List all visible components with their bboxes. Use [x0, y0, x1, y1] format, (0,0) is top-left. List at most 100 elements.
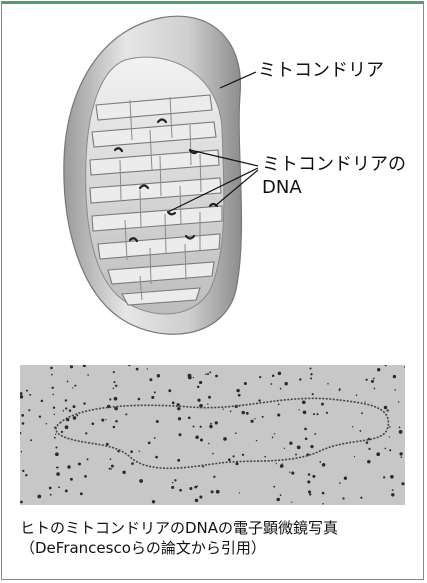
speckle — [262, 416, 264, 418]
micrograph-image — [20, 365, 405, 505]
speckle — [179, 489, 182, 492]
speckle — [327, 383, 329, 385]
speckle — [352, 426, 353, 427]
speckle — [51, 387, 53, 389]
speckle — [394, 389, 396, 391]
speckle — [51, 374, 53, 376]
speckle — [303, 410, 307, 414]
speckle — [67, 381, 69, 383]
speckle — [63, 410, 64, 411]
speckle — [365, 379, 367, 381]
speckle — [310, 373, 312, 375]
speckle — [339, 482, 341, 484]
speckle — [389, 426, 391, 428]
label-mtdna-line2: DNA — [262, 177, 302, 199]
speckle — [308, 473, 311, 476]
speckle — [65, 407, 67, 409]
speckle — [235, 432, 237, 434]
speckle — [154, 391, 156, 393]
speckle — [193, 377, 194, 378]
speckle — [50, 494, 52, 496]
speckle — [28, 409, 30, 411]
speckle — [109, 468, 111, 470]
speckle — [139, 479, 143, 483]
speckle — [367, 460, 370, 463]
speckle — [385, 448, 387, 450]
speckle — [110, 458, 112, 460]
speckle — [360, 497, 362, 499]
speckle — [391, 493, 394, 496]
speckle — [322, 503, 324, 505]
speckle — [213, 476, 215, 478]
speckle — [210, 426, 213, 429]
speckle — [223, 437, 227, 441]
speckle — [295, 454, 297, 456]
speckle — [364, 401, 365, 402]
speckle — [178, 433, 181, 436]
speckle — [223, 408, 224, 409]
speckle — [111, 465, 114, 468]
speckle — [246, 412, 249, 415]
speckle — [272, 374, 275, 377]
speckle — [29, 394, 31, 396]
speckle — [74, 385, 76, 387]
speckle — [113, 426, 116, 429]
speckle — [209, 371, 211, 373]
speckle — [73, 405, 76, 408]
speckle — [171, 486, 174, 489]
speckle — [309, 367, 311, 369]
speckle — [138, 398, 141, 401]
speckle — [274, 433, 275, 434]
speckle — [298, 409, 299, 410]
speckle — [256, 440, 257, 441]
speckle — [65, 425, 69, 429]
speckle — [314, 433, 316, 435]
speckle — [58, 486, 60, 488]
speckle — [131, 462, 134, 465]
speckle — [193, 426, 195, 428]
speckle — [22, 422, 25, 425]
speckle — [399, 430, 403, 434]
speckle — [280, 464, 284, 468]
speckle — [276, 463, 277, 464]
speckle — [377, 368, 380, 371]
speckle — [389, 449, 391, 451]
speckle — [136, 368, 139, 371]
speckle — [302, 400, 306, 404]
speckle — [305, 438, 308, 441]
speckle — [73, 416, 77, 420]
speckle — [383, 476, 385, 478]
speckle — [152, 500, 155, 503]
speckle — [46, 423, 48, 425]
speckle — [291, 472, 294, 475]
speckle — [399, 452, 402, 455]
speckle — [278, 372, 282, 376]
speckle — [114, 397, 118, 401]
speckle — [308, 490, 311, 493]
speckle — [398, 401, 399, 402]
speckle — [326, 412, 328, 414]
speckle — [392, 489, 394, 491]
speckle — [284, 382, 287, 385]
speckle — [232, 455, 234, 457]
speckle — [205, 374, 207, 376]
speckle — [188, 417, 191, 420]
speckle — [236, 389, 239, 392]
speckle — [157, 374, 161, 378]
speckle — [156, 420, 159, 423]
speckle — [264, 456, 266, 458]
speckle — [39, 415, 41, 417]
speckle — [188, 374, 192, 378]
speckle — [389, 436, 390, 437]
speckle — [280, 494, 282, 496]
speckle — [56, 472, 60, 476]
speckle — [359, 430, 361, 432]
speckle — [85, 432, 87, 434]
speckle — [122, 471, 125, 474]
speckle — [312, 393, 314, 395]
caption: ヒトのミトコンドリアのDNAの電子顕微鏡写真 （DeFrancescoらの論文か… — [20, 518, 338, 558]
speckle — [215, 375, 218, 378]
speckle — [291, 501, 292, 502]
speckle — [258, 399, 260, 401]
speckle — [322, 463, 325, 466]
